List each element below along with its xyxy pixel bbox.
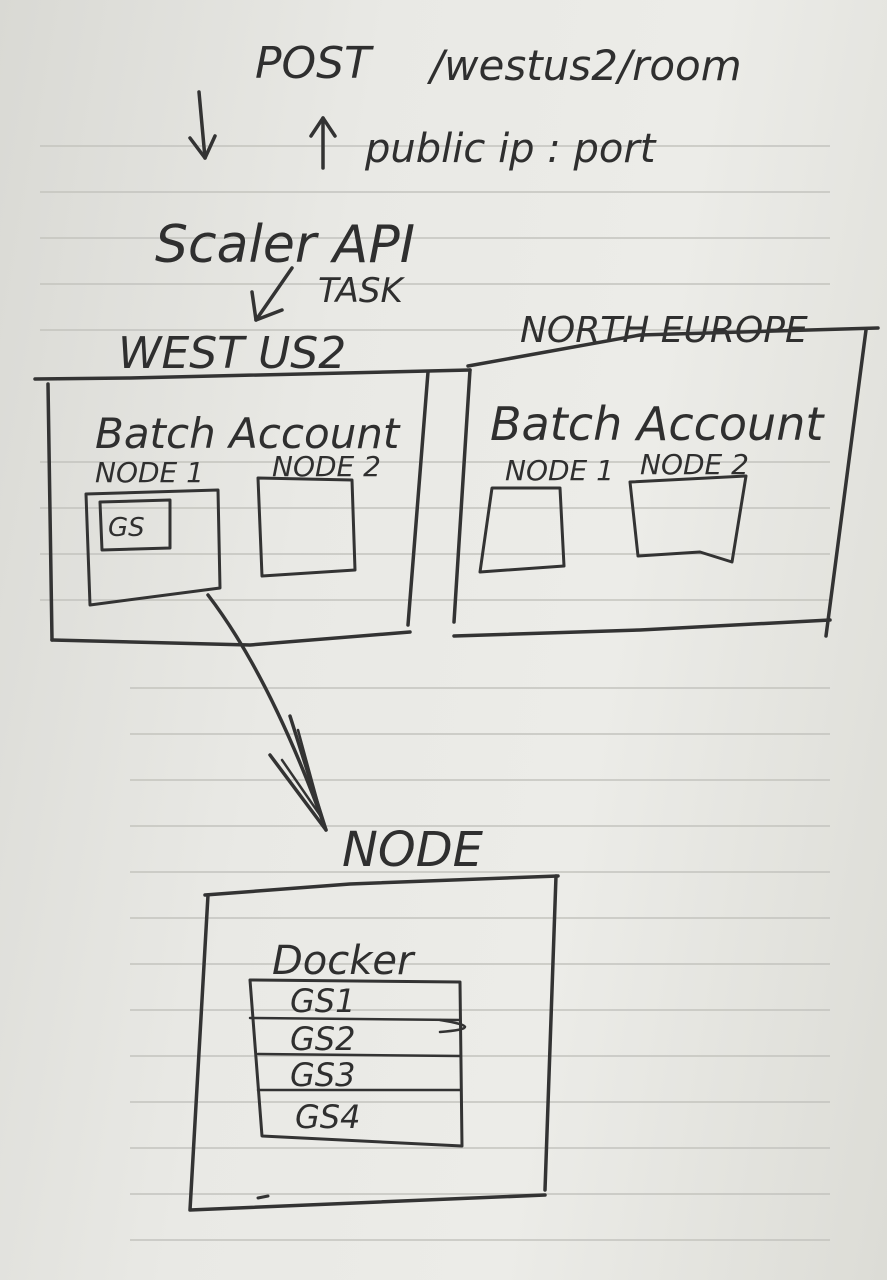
response-text: public ip : port bbox=[364, 126, 657, 172]
batch-account-north-label: Batch Account bbox=[490, 397, 825, 451]
task-label: TASK bbox=[318, 271, 405, 311]
node-detail-box bbox=[188, 874, 560, 1212]
ruled-lines bbox=[40, 145, 830, 1241]
node-detail-title: NODE bbox=[342, 822, 484, 878]
west-node1-gs-label: GS bbox=[108, 513, 145, 543]
scaler-api-label: Scaler API bbox=[155, 215, 415, 275]
gs1-label: GS1 bbox=[290, 982, 355, 1020]
region-west-us2-box bbox=[33, 368, 472, 647]
down-arrow-icon bbox=[188, 90, 217, 160]
pen-mark bbox=[256, 1194, 270, 1200]
docker-label: Docker bbox=[272, 938, 416, 984]
zoom-arrow-icon bbox=[206, 593, 328, 832]
north-node1-label: NODE 1 bbox=[505, 454, 614, 487]
west-node2-box bbox=[256, 476, 357, 578]
north-node1-box bbox=[478, 486, 566, 574]
gs-server-box bbox=[98, 498, 172, 552]
gs3-label: GS3 bbox=[290, 1056, 355, 1094]
west-node1-box bbox=[84, 488, 222, 607]
up-arrow-icon bbox=[309, 116, 337, 170]
docker-box bbox=[248, 978, 466, 1148]
gs2-label: GS2 bbox=[290, 1020, 355, 1058]
region-north-europe-box bbox=[452, 326, 880, 638]
gs4-label: GS4 bbox=[295, 1098, 360, 1136]
request-method: POST bbox=[255, 38, 374, 89]
task-arrow-icon bbox=[250, 266, 294, 322]
region-west-us2-label: WEST US2 bbox=[118, 328, 346, 379]
batch-account-west-label: Batch Account bbox=[95, 409, 401, 458]
west-node1-label: NODE 1 bbox=[95, 456, 204, 489]
north-node2-box bbox=[628, 474, 748, 564]
request-path: /westus2/room bbox=[426, 41, 742, 90]
